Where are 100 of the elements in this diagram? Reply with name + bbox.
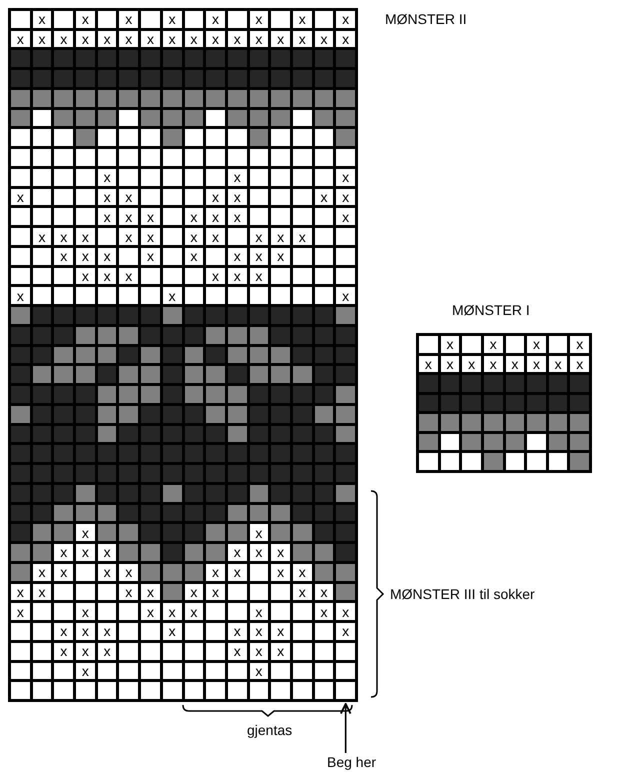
grid-cell: x	[98, 268, 116, 284]
grid-cell: x	[228, 188, 247, 206]
grid-cell: x	[336, 188, 355, 206]
grid-cell: x	[250, 268, 268, 284]
grid-cell: x	[54, 30, 74, 48]
grid-cell: x	[570, 336, 589, 353]
grid-cell: x	[98, 642, 116, 660]
grid-cell: x	[206, 564, 225, 581]
grid-cell: x	[162, 11, 182, 28]
grid-cell: x	[76, 623, 95, 640]
grid-cell: x	[506, 356, 524, 372]
grid-cell: x	[54, 642, 74, 660]
grid-cell: x	[76, 268, 95, 284]
grid-cell: x	[54, 248, 74, 265]
grid-cell: x	[271, 623, 290, 640]
grid-cell: x	[462, 356, 481, 372]
grid-cell: x	[54, 544, 74, 561]
grid-cell: x	[271, 642, 290, 660]
grid-cell: x	[206, 228, 225, 245]
grid-cell: x	[228, 623, 247, 640]
grid-cell: x	[484, 336, 502, 353]
grid-cell: x	[440, 356, 460, 372]
grid-cell: x	[98, 168, 116, 186]
grid-cell: x	[250, 248, 268, 265]
grid-cell: x	[32, 30, 52, 48]
grid-cell: x	[32, 11, 52, 28]
grid-cell: x	[250, 228, 268, 245]
grid-cell: x	[32, 564, 52, 581]
chart-title: MØNSTER II	[385, 11, 467, 27]
bracket-label: gjentas	[247, 722, 292, 738]
grid-cell: x	[314, 188, 334, 206]
grid-cell: x	[141, 228, 160, 245]
grid-cell: x	[32, 584, 52, 600]
grid-cell: x	[98, 188, 116, 206]
grid-cell: x	[141, 30, 160, 48]
grid-cell: x	[527, 336, 546, 353]
grid-cell: x	[54, 564, 74, 581]
grid-cell: x	[76, 662, 95, 680]
grid-cell: x	[98, 564, 116, 581]
grid-cell: x	[119, 188, 138, 206]
grid-cell: x	[184, 603, 204, 620]
arrow	[340, 703, 352, 753]
grid-cell: x	[54, 623, 74, 640]
grid-cell: x	[336, 603, 355, 620]
grid-cell: x	[314, 30, 334, 48]
grid-cell: x	[228, 30, 247, 48]
grid-cell: x	[548, 356, 568, 372]
grid-cell: x	[292, 584, 312, 600]
grid-cell: x	[314, 584, 334, 600]
grid-cell: x	[119, 228, 138, 245]
grid-cell: x	[271, 30, 290, 48]
grid-cell: x	[98, 623, 116, 640]
grid-cell: x	[119, 268, 138, 284]
grid-cell: x	[76, 642, 95, 660]
grid-cell: x	[119, 584, 138, 600]
grid-cell: x	[119, 11, 138, 28]
grid-cell: x	[292, 30, 312, 48]
grid-cell: x	[76, 603, 95, 620]
grid-cell: x	[228, 248, 247, 265]
grid-cell: x	[336, 168, 355, 186]
grid-cell: x	[228, 564, 247, 581]
grid-cell: x	[162, 623, 182, 640]
grid-cell: x	[54, 228, 74, 245]
grid-cell: x	[76, 11, 95, 28]
grid-cell: x	[32, 228, 52, 245]
grid-cell: x	[76, 248, 95, 265]
grid-cell: x	[228, 268, 247, 284]
grid-cell: x	[527, 356, 546, 372]
grid-cell: x	[484, 356, 502, 372]
grid-cell: x	[184, 248, 204, 265]
grid-cell: x	[76, 228, 95, 245]
grid-cell: x	[11, 287, 30, 304]
grid-cell: x	[119, 30, 138, 48]
grid-cell: x	[314, 603, 334, 620]
grid-cell: x	[119, 208, 138, 226]
grid-cell: x	[336, 208, 355, 226]
grid-cell: x	[141, 208, 160, 226]
grid-cell: x	[292, 228, 312, 245]
grid-cell: x	[292, 564, 312, 581]
grid-cell: x	[228, 544, 247, 561]
grid-cell: x	[419, 356, 438, 372]
grid-cell: x	[162, 603, 182, 620]
start-label: Beg her	[327, 754, 376, 770]
grid-cell: x	[119, 564, 138, 581]
grid-cell: x	[228, 168, 247, 186]
grid-cell: x	[206, 208, 225, 226]
grid-cell: x	[271, 544, 290, 561]
grid-cell: x	[98, 544, 116, 561]
bracket-label: MØNSTER III til sokker	[390, 586, 535, 602]
grid-cell: x	[206, 11, 225, 28]
grid-cell: x	[250, 30, 268, 48]
grid-cell: x	[141, 584, 160, 600]
grid-cell: x	[336, 11, 355, 28]
grid-cell: x	[228, 208, 247, 226]
grid-cell: x	[11, 584, 30, 600]
grid-cell: x	[76, 524, 95, 542]
grid-cell: x	[184, 584, 204, 600]
grid-cell: x	[76, 30, 95, 48]
grid-cell: x	[184, 30, 204, 48]
grid-cell: x	[336, 623, 355, 640]
